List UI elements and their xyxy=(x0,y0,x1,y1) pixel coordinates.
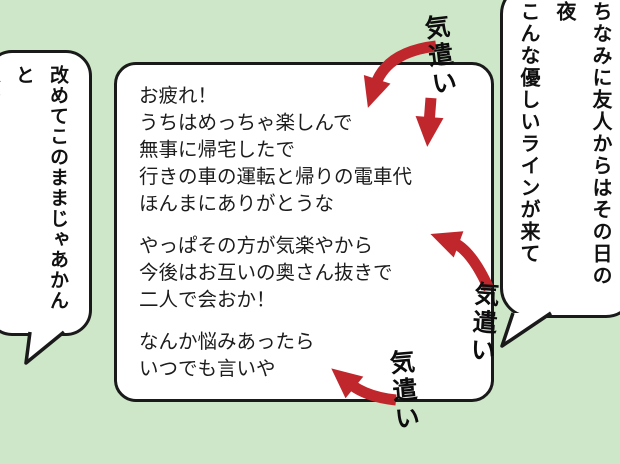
speech-bubble-right-tail xyxy=(500,311,552,348)
speech-bubble-left-tail xyxy=(24,330,66,365)
message-line: なんか悩みあったら xyxy=(139,330,315,353)
message-line: お疲れ！ xyxy=(139,84,218,107)
line-message-box: お疲れ！ うちはめっちゃ楽しんで 無事に帰宅したで 行きの車の運転と帰りの電車代… xyxy=(114,62,494,402)
message-paragraph: お疲れ！ うちはめっちゃ楽しんで 無事に帰宅したで 行きの車の運転と帰りの電車代… xyxy=(139,82,469,217)
speech-bubble-left-text: 改めてこのままじゃあかんと 思ってさ… xyxy=(0,53,89,333)
message-line: いつでも言いや xyxy=(139,357,276,380)
speech-line: こんな優しいラインが来て xyxy=(517,1,541,265)
message-line: 行きの車の運転と帰りの電車代 xyxy=(139,165,413,188)
message-line: やっぱその方が気楽やから xyxy=(139,234,374,257)
message-line: 無事に帰宅したで xyxy=(139,138,296,161)
speech-bubble-left: 改めてこのままじゃあかんと 思ってさ… xyxy=(0,50,92,336)
message-paragraph: なんか悩みあったら いつでも言いや xyxy=(139,328,469,382)
speech-line: ちなみに友人からはその日の夜 xyxy=(553,1,613,287)
message-line: 二人で会おか！ xyxy=(139,288,276,311)
message-line: 今後はお互いの奥さん抜きで xyxy=(139,261,393,284)
speech-bubble-right: ちなみに友人からはその日の夜 こんな優しいラインが来て xyxy=(500,0,620,318)
speech-line: 改めてこのままじゃあかんと xyxy=(13,65,69,311)
speech-line: 思ってさ… xyxy=(0,65,7,325)
kizukai-label-2: 気遣い xyxy=(466,280,501,366)
message-line: うちはめっちゃ楽しんで xyxy=(139,111,353,134)
message-line: ほんまにありがとうな xyxy=(139,192,335,215)
speech-bubble-right-text: ちなみに友人からはその日の夜 こんな優しいラインが来て xyxy=(503,0,620,315)
message-paragraph: やっぱその方が気楽やから 今後はお互いの奥さん抜きで 二人で会おか！ xyxy=(139,232,469,313)
